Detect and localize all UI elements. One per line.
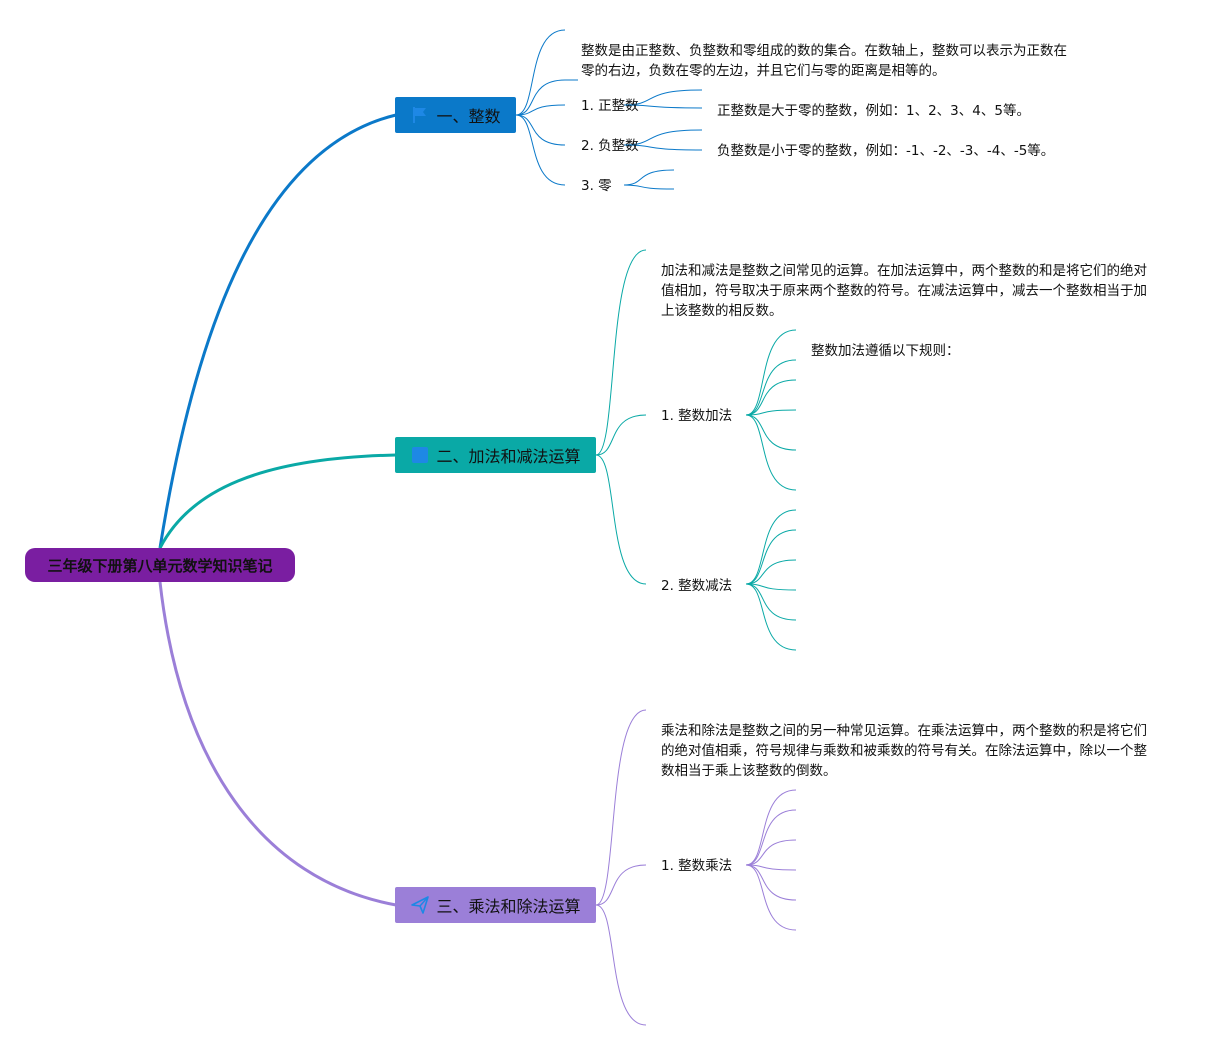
root-to-branch2-connector <box>158 453 397 549</box>
branch-add-subtract[interactable]: 二、加法和减法运算 <box>395 437 596 473</box>
branch1-fan-2 <box>515 104 566 116</box>
branch1-fan-3 <box>515 114 566 146</box>
multiplication-fan-3 <box>745 864 797 871</box>
branch2-fan-2 <box>595 454 647 585</box>
branch-integers[interactable]: 一、整数 <box>395 97 516 133</box>
integer-subtraction-topic[interactable]: 2. 整数减法 <box>661 578 733 594</box>
branch3-fan-0 <box>595 709 647 906</box>
subtraction-fan-4 <box>745 583 797 621</box>
root-to-branch3-connector <box>158 581 397 907</box>
positive-integer-topic[interactable]: 1. 正整数 <box>581 98 639 114</box>
add-subtract-description: 加法和减法是整数之间常见的运算。在加法运算中，两个整数的和是将它们的绝对值相加，… <box>661 263 1147 319</box>
branch1-fan-1 <box>515 79 566 116</box>
integer-multiplication-topic[interactable]: 1. 整数乘法 <box>661 858 733 874</box>
branch3-fan-1 <box>595 864 647 906</box>
addition-fan-5 <box>745 414 797 491</box>
addition-fan-1 <box>745 359 797 416</box>
addition-fan-2 <box>745 379 797 416</box>
negative-fan-0 <box>623 129 703 146</box>
integer-addition-topic[interactable]: 1. 整数加法 <box>661 408 733 424</box>
integers-description: 整数是由正整数、负整数和零组成的数的集合。在数轴上，整数可以表示为正数在零的右边… <box>581 43 1067 79</box>
subtraction-fan-3 <box>745 583 797 591</box>
zero-topic[interactable]: 3. 零 <box>581 178 612 194</box>
multiplication-fan-1 <box>745 809 797 866</box>
negative-integer-topic[interactable]: 2. 负整数 <box>581 138 639 154</box>
subtraction-fan-2 <box>745 559 797 585</box>
branch-multiply-divide[interactable]: 三、乘法和除法运算 <box>395 887 596 923</box>
positive-fan-0 <box>623 89 703 106</box>
positive-integer-detail: 正整数是大于零的整数，例如：1、2、3、4、5等。 <box>717 103 1030 119</box>
root-topic[interactable]: 三年级下册第八单元数学知识笔记 <box>25 548 295 582</box>
negative-integer-detail: 负整数是小于零的整数，例如：-1、-2、-3、-4、-5等。 <box>717 143 1055 159</box>
flag-icon <box>410 105 430 125</box>
branch3-fan-2 <box>595 904 647 1026</box>
branch-add-subtract-label: 二、加法和减法运算 <box>436 447 581 466</box>
multiplication-fan-4 <box>745 864 797 901</box>
addition-rules-heading: 整数加法遵循以下规则： <box>811 343 960 359</box>
root-topic-label: 三年级下册第八单元数学知识笔记 <box>47 556 273 575</box>
negative-fan-1 <box>623 144 703 151</box>
branch2-fan-1 <box>595 414 647 456</box>
branch-multiply-divide-label: 三、乘法和除法运算 <box>436 897 581 916</box>
multiplication-fan-2 <box>745 839 797 866</box>
branch1-fan-0 <box>515 29 566 116</box>
multiplication-fan-0 <box>745 789 797 866</box>
zero-fan-1 <box>623 184 675 190</box>
root-to-branch1-connector <box>158 113 397 549</box>
addition-fan-4 <box>745 414 797 451</box>
send-icon <box>410 895 430 915</box>
subtraction-fan-5 <box>745 583 797 651</box>
branch-integers-label: 一、整数 <box>436 107 501 126</box>
addition-fan-0 <box>745 329 797 416</box>
addition-fan-3 <box>745 409 797 416</box>
branch1-fan-4 <box>515 114 566 186</box>
subtraction-fan-1 <box>745 529 797 585</box>
multiply-divide-description: 乘法和除法是整数之间的另一种常见运算。在乘法运算中，两个整数的积是将它们的绝对值… <box>661 723 1147 779</box>
branch2-fan-0 <box>595 249 647 456</box>
multiplication-fan-5 <box>745 864 797 931</box>
positive-fan-1 <box>623 104 703 109</box>
subtraction-fan-0 <box>745 509 797 585</box>
zero-fan-0 <box>623 169 675 186</box>
square-icon <box>410 445 430 465</box>
